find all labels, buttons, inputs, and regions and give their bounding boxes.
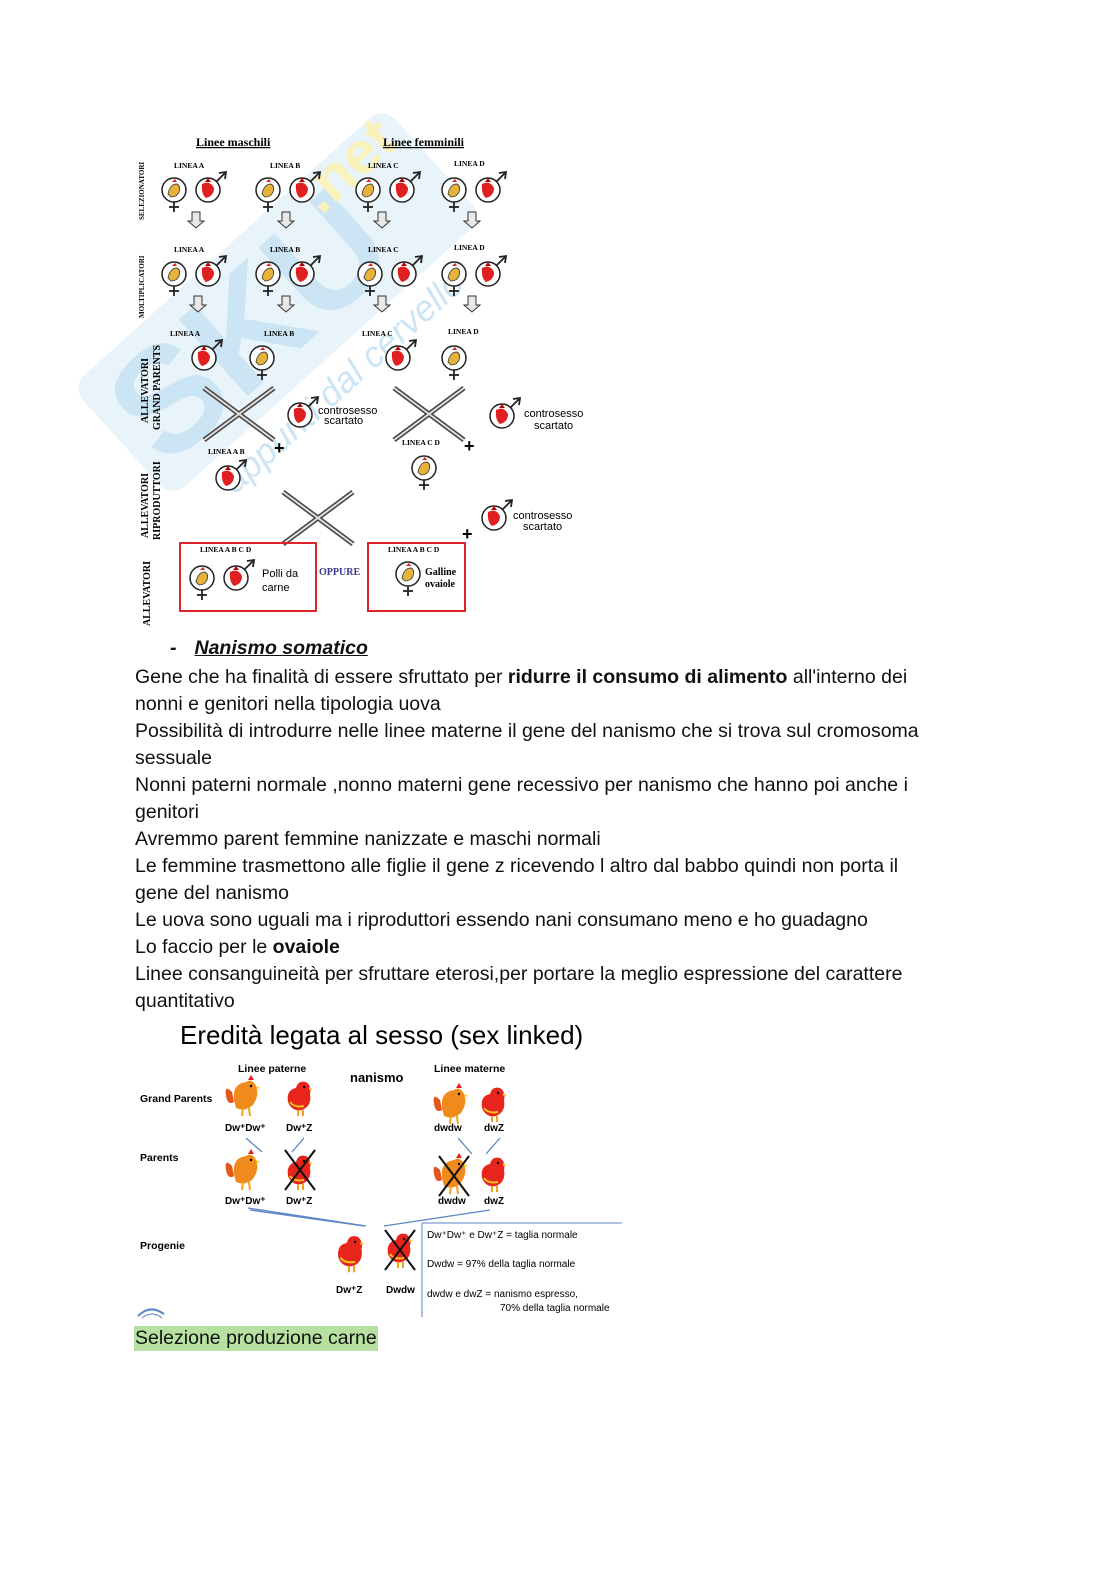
gp-genotype-1: Dw⁺Dw⁺ — [225, 1123, 266, 1134]
line-a-label: LINEA A — [174, 245, 205, 254]
p3-text-b: genitori — [135, 801, 199, 823]
line-ab-label: LINEA A B — [208, 447, 245, 456]
grand-parents-label: Grand Parents — [140, 1093, 213, 1105]
p8-text-a: Linee consanguineità per sfruttare etero… — [135, 963, 903, 985]
row-label-grand-parents-1: ALLEVATORI — [140, 358, 151, 423]
line-d-label: LINEA D — [448, 327, 479, 336]
paragraph-1: Gene che ha finalità di essere sfruttato… — [135, 664, 995, 718]
breeding-scheme-diagram: Linee maschili Linee femminili SELEZIONA… — [138, 135, 583, 626]
section-title: Nanismo somatico — [194, 637, 368, 659]
line-a-label: LINEA A — [174, 161, 205, 170]
p2-text-b: sessuale — [135, 747, 212, 769]
controsesso-label-1: controsesso — [318, 405, 377, 417]
gp-genotype-2: Dw⁺Z — [286, 1123, 312, 1134]
paragraph-6: Le uova sono uguali ma i riproduttori es… — [135, 909, 868, 931]
broiler-label-2: carne — [262, 582, 290, 594]
scartato-label-1: scartato — [324, 415, 363, 427]
line-b-label: LINEA B — [270, 161, 300, 170]
p-genotype-3: dwdw — [438, 1196, 466, 1207]
row-label-moltiplicatori: MOLTIPLICATORI — [138, 255, 146, 318]
svg-text:+: + — [274, 438, 285, 458]
progenie-label: Progenie — [140, 1240, 185, 1252]
paragraph-4: Avremmo parent femmine nanizzate e masch… — [135, 828, 601, 850]
p8-text-b: quantitativo — [135, 990, 235, 1012]
paragraph-5: Le femmine trasmettono alle figlie il ge… — [135, 853, 995, 907]
offspring-genotype-1: Dw⁺Z — [336, 1285, 362, 1296]
gp-genotype-4: dwZ — [484, 1123, 504, 1134]
line-c-label: LINEA C — [368, 245, 399, 254]
row-label-riproduttori-1: ALLEVATORI — [140, 473, 151, 538]
maternal-lines-label: Linee materne — [434, 1063, 505, 1075]
section-heading: -Nanismo somatico — [170, 637, 368, 660]
line-c-label: LINEA C — [368, 161, 399, 170]
p1-text-d: nonni e genitori nella tipologia uova — [135, 693, 441, 715]
line-d-label: LINEA D — [454, 159, 485, 168]
grand-parents-row: LINEA A LINEA B LINEA C LINEA D controse… — [170, 327, 583, 458]
paragraph-8: Linee consanguineità per sfruttare etero… — [135, 961, 995, 1015]
offspring-genotype-2: Dwdw — [386, 1285, 415, 1296]
sex-linked-inheritance-diagram: Eredità legata al sesso (sex linked) Lin… — [137, 1020, 622, 1319]
line-d-label: LINEA D — [454, 243, 485, 252]
svg-text:+: + — [464, 436, 475, 456]
broiler-label-1: Polli da — [262, 568, 299, 580]
controsesso-label-2: controsesso — [524, 408, 583, 420]
moltiplicatori-row: LINEA A LINEA B LINEA C LINEA D — [161, 243, 507, 313]
p2-text-a: Possibilità di introdurre nelle linee ma… — [135, 720, 919, 742]
nanismo-label: nanismo — [350, 1070, 404, 1085]
scartato-label-2: scartato — [534, 420, 573, 432]
meat-selection-highlight: Selezione produzione carne — [134, 1326, 378, 1351]
paragraph-7: Lo faccio per le ovaiole — [135, 934, 995, 961]
university-logo-icon — [137, 1308, 165, 1319]
layer-box — [367, 542, 466, 612]
riproduttori-row: LINEA A B LINEA C D controsesso scartato… — [208, 438, 572, 544]
gp-arrows — [245, 1137, 501, 1227]
oppure-label: OPPURE — [319, 567, 360, 578]
selezionatori-row: LINEA A LINEA B LINEA C LINEA D — [161, 159, 507, 229]
figure2-title: Eredità legata al sesso (sex linked) — [180, 1020, 583, 1050]
p1-text-a: Gene che ha finalità di essere sfruttato… — [135, 666, 508, 688]
line-b-label: LINEA B — [264, 329, 294, 338]
line-b-label: LINEA B — [270, 245, 300, 254]
broiler-box — [179, 542, 317, 612]
line-a-label: LINEA A — [170, 329, 201, 338]
layer-label-1: Galline — [425, 567, 457, 578]
paragraph-3: Nonni paterni normale ,nonno materni gen… — [135, 772, 995, 826]
scartato-label-3: scartato — [523, 521, 562, 533]
female-lines-title: Linee femminili — [383, 135, 465, 149]
bullet-dash: - — [170, 637, 177, 659]
p-genotype-4: dwZ — [484, 1196, 504, 1207]
p7-text-a: Lo faccio per le — [135, 936, 273, 958]
legend-line-2: Dwdw = 97% della taglia normale — [427, 1259, 576, 1270]
layer-label-2: ovaiole — [425, 579, 456, 590]
svg-text:+: + — [462, 524, 473, 544]
row-label-selezionatori: SELEZIONATORI — [138, 162, 146, 220]
gp-genotype-3: dwdw — [434, 1123, 462, 1134]
p1-text-c: all'interno dei — [787, 666, 908, 688]
row-label-riproduttori-2: RIPRODUTTORI — [152, 461, 163, 540]
controsesso-label-3: controsesso — [513, 510, 572, 522]
legend-line-3a: dwdw e dwZ = nanismo espresso, — [427, 1289, 578, 1300]
p5-text-b: gene del nanismo — [135, 882, 289, 904]
legend-line-3b: 70% della taglia normale — [500, 1303, 610, 1314]
row-label-grand-parents-2: GRAND PARENTS — [152, 344, 163, 430]
male-lines-title: Linee maschili — [196, 135, 271, 149]
parents-label: Parents — [140, 1152, 179, 1164]
row-label-allevatori: ALLEVATORI — [142, 561, 153, 626]
line-cd-label: LINEA C D — [402, 438, 441, 447]
p1-bold: ridurre il consumo di alimento — [507, 666, 788, 688]
legend-line-1: Dw⁺Dw⁺ e Dw⁺Z = taglia normale — [427, 1230, 578, 1241]
paragraph-2: Possibilità di introdurre nelle linee ma… — [135, 718, 995, 772]
p-genotype-1: Dw⁺Dw⁺ — [225, 1196, 266, 1207]
final-products-row: LINEA A B C D Polli da carne OPPURE LINE… — [179, 542, 466, 612]
line-abcd-label-2: LINEA A B C D — [388, 545, 440, 554]
p7-bold: ovaiole — [272, 936, 340, 958]
line-abcd-label: LINEA A B C D — [200, 545, 252, 554]
p5-text-a: Le femmine trasmettono alle figlie il ge… — [135, 855, 899, 877]
p3-text-a: Nonni paterni normale ,nonno materni gen… — [135, 774, 908, 796]
line-c-label: LINEA C — [362, 329, 393, 338]
paternal-lines-label: Linee paterne — [238, 1063, 306, 1075]
p-genotype-2: Dw⁺Z — [286, 1196, 312, 1207]
